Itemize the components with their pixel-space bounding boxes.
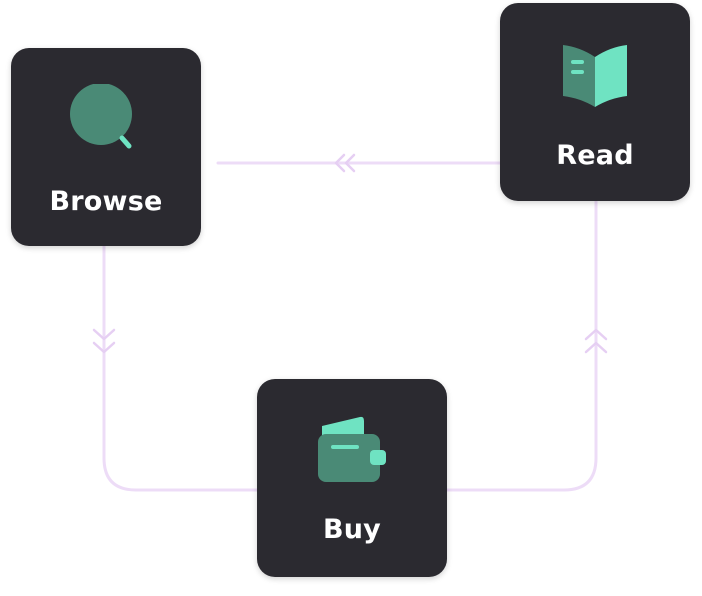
- double-chevron-down-icon: [92, 328, 116, 354]
- magnifier-icon: [70, 83, 142, 161]
- connector-buy-to-read: [445, 199, 598, 492]
- wallet-icon: [316, 416, 388, 489]
- connector-browse-to-buy: [102, 244, 259, 492]
- browse-label: Browse: [49, 186, 163, 217]
- double-chevron-left-icon: [334, 153, 356, 173]
- buy-label: Buy: [322, 514, 381, 545]
- open-book-icon: [560, 43, 630, 112]
- read-label: Read: [556, 140, 634, 171]
- browse-card[interactable]: Browse: [11, 48, 201, 246]
- buy-card[interactable]: Buy: [257, 379, 447, 577]
- read-card[interactable]: Read: [500, 3, 690, 201]
- double-chevron-up-icon: [584, 328, 608, 354]
